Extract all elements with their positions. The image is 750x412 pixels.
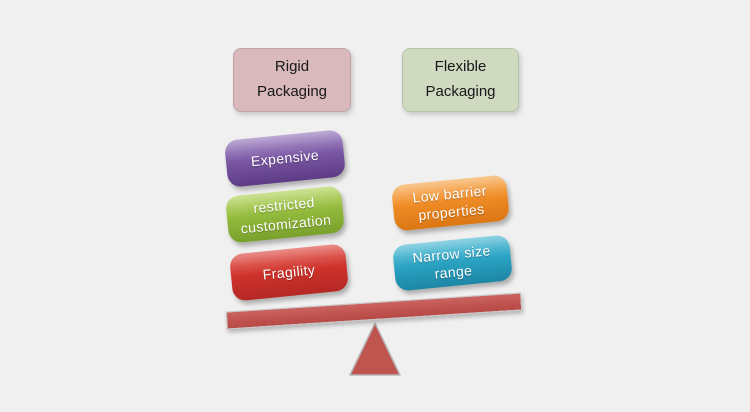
item-low-barrier-properties: Low barrier properties: [390, 174, 511, 232]
item-narrow-size-range: Narrow size range: [392, 234, 513, 292]
item-expensive: Expensive: [223, 129, 347, 188]
item-fragility: Fragility: [228, 243, 350, 302]
rigid-packaging-title: Rigid Packaging: [233, 48, 351, 112]
item-restricted-customization: restricted customization: [224, 185, 346, 244]
flexible-packaging-title: Flexible Packaging: [402, 48, 519, 112]
seesaw-fulcrum-triangle: [349, 322, 401, 376]
